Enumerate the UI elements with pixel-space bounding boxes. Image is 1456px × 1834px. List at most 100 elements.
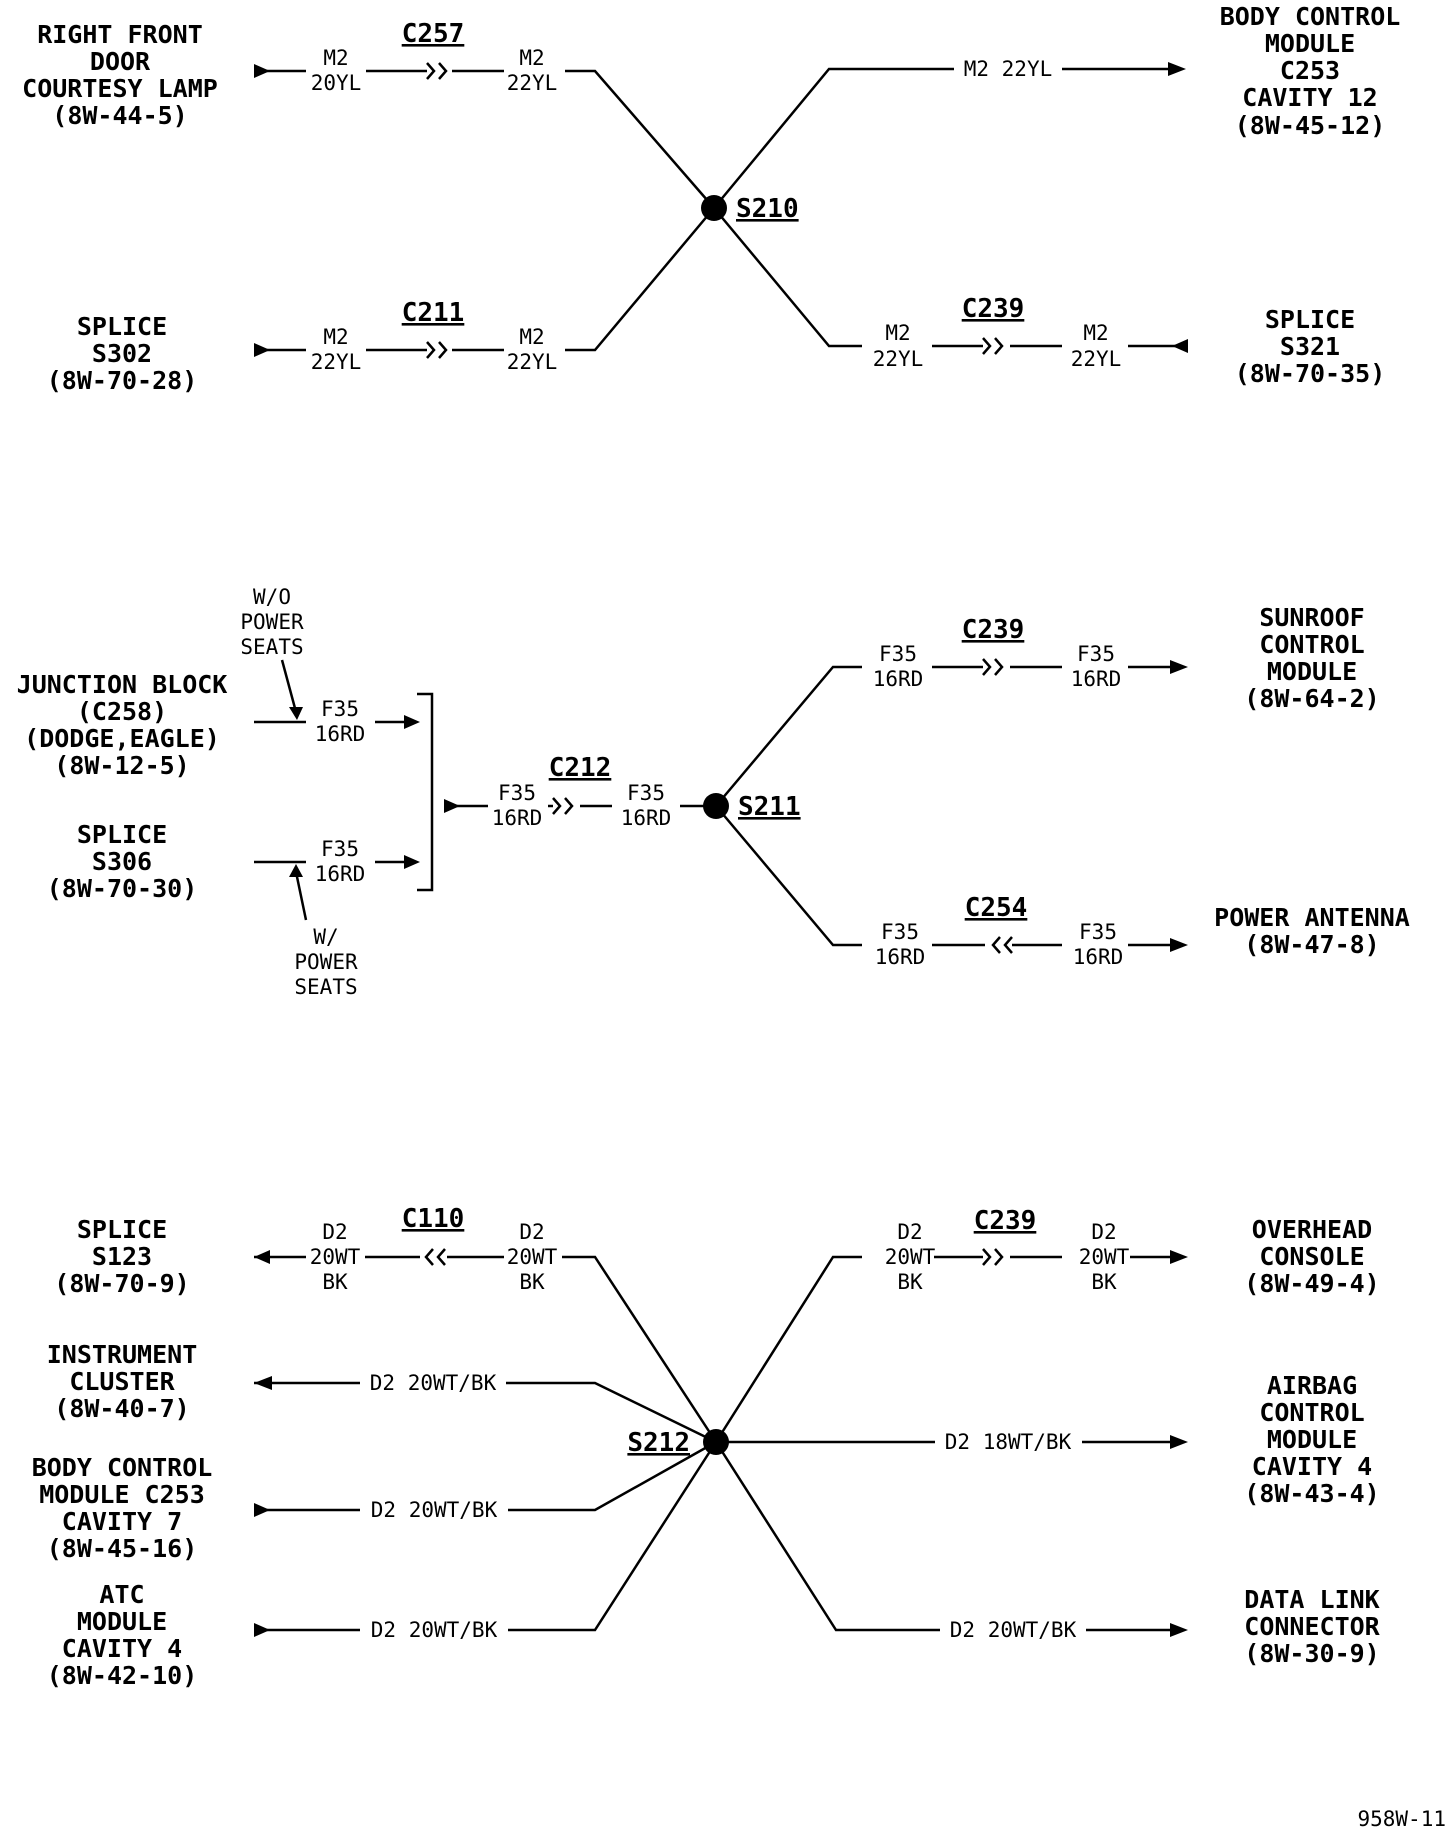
wire-label: D2 [322,1220,347,1244]
wire-label: M2 22YL [964,57,1053,81]
svg-text:CAVITY 4: CAVITY 4 [62,1634,182,1663]
svg-text:INSTRUMENT: INSTRUMENT [47,1340,198,1369]
svg-text:JUNCTION BLOCK: JUNCTION BLOCK [17,670,228,699]
svg-text:(8W-30-9): (8W-30-9) [1244,1639,1379,1668]
wire-label: 22YL [507,71,558,95]
svg-text:(8W-70-28): (8W-70-28) [47,366,198,395]
component-splice-s123: SPLICE S123 (8W-70-9) [54,1215,189,1298]
splice-s211-dot [703,793,729,819]
wire-label: 22YL [311,350,362,374]
wire-label: 20WT [507,1245,558,1269]
wire-label: D2 20WT/BK [371,1618,498,1642]
svg-text:(8W-64-2): (8W-64-2) [1244,684,1379,713]
svg-text:CONSOLE: CONSOLE [1259,1242,1364,1271]
connector-c110-symbol [424,1248,446,1266]
wire-label: 16RD [875,945,926,969]
wire-label: 20WT [1079,1245,1130,1269]
svg-text:MODULE: MODULE [1267,657,1357,686]
connector-c211-symbol [426,341,448,359]
svg-text:(8W-12-5): (8W-12-5) [54,751,189,780]
svg-text:(8W-47-8): (8W-47-8) [1244,930,1379,959]
svg-text:RIGHT FRONT: RIGHT FRONT [37,20,203,49]
svg-text:CONNECTOR: CONNECTOR [1244,1612,1380,1641]
svg-text:CAVITY 12: CAVITY 12 [1242,83,1377,112]
svg-text:COURTESY LAMP: COURTESY LAMP [22,74,218,103]
svg-text:SEATS: SEATS [240,635,303,659]
wire-label: 16RD [315,862,366,886]
wire-label: M2 [323,325,348,349]
component-airbag-control-module-cavity-4: AIRBAG CONTROL MODULE CAVITY 4 (8W-43-4) [1244,1371,1379,1508]
svg-text:(8W-70-35): (8W-70-35) [1235,359,1386,388]
component-body-control-module-c253-cavity-12: BODY CONTROL MODULE C253 CAVITY 12 (8W-4… [1220,2,1401,140]
svg-text:(DODGE,EAGLE): (DODGE,EAGLE) [24,724,220,753]
svg-text:(8W-43-4): (8W-43-4) [1244,1479,1379,1508]
connector-c239-label: C239 [962,294,1025,324]
wire-label: 22YL [873,347,924,371]
wire-label: BK [519,1270,545,1294]
component-instrument-cluster: INSTRUMENT CLUSTER (8W-40-7) [47,1340,198,1423]
connector-c239-symbol [982,1248,1004,1266]
connector-c239-label: C239 [962,615,1025,645]
arrow-to-bracket [404,715,420,729]
component-splice-s321: SPLICE S321 (8W-70-35) [1235,305,1386,388]
svg-text:POWER: POWER [294,950,358,974]
splice-s212-dot [703,1429,729,1455]
wire-label: M2 [519,46,544,70]
wire-label: BK [897,1270,923,1294]
arrow-into-rf-door-wire [254,64,270,78]
arrow-to-overhead [1170,1250,1188,1264]
svg-text:S123: S123 [92,1242,152,1271]
svg-text:SPLICE: SPLICE [77,1215,167,1244]
wire-label: 22YL [507,350,558,374]
svg-text:ATC: ATC [99,1580,144,1609]
svg-text:POWER ANTENNA: POWER ANTENNA [1214,903,1410,932]
connector-c257-symbol [426,62,448,80]
connector-c212-label: C212 [549,753,612,783]
svg-text:C253: C253 [1280,56,1340,85]
svg-text:(8W-70-9): (8W-70-9) [54,1269,189,1298]
svg-text:SPLICE: SPLICE [1265,305,1355,334]
wire-label: D2 [1091,1220,1116,1244]
svg-text:POWER: POWER [240,610,304,634]
svg-text:SEATS: SEATS [294,975,357,999]
wire-label: D2 20WT/BK [370,1371,497,1395]
arrow-to-bcm [1168,62,1186,76]
wire-label: 22YL [1071,347,1122,371]
svg-text:SPLICE: SPLICE [77,820,167,849]
arrow-to-antenna [1170,938,1188,952]
wire-label: M2 [1083,321,1108,345]
component-atc-module-cavity-4: ATC MODULE CAVITY 4 (8W-42-10) [47,1580,198,1690]
arrow-to-dlc [1170,1623,1188,1637]
wire-label: F35 [321,837,359,861]
connector-c239-symbol [982,337,1004,355]
arrow-into-s302-wire [254,343,270,357]
connector-c239-symbol [982,658,1004,676]
wire-label: 20YL [311,71,362,95]
component-sunroof-control-module: SUNROOF CONTROL MODULE (8W-64-2) [1244,603,1379,713]
wire-label: M2 [323,46,348,70]
svg-text:CONTROL: CONTROL [1259,630,1364,659]
wire-label: F35 [1079,920,1117,944]
wire-label: F35 [498,781,536,805]
svg-text:(8W-45-12): (8W-45-12) [1235,111,1386,140]
wire-label: D2 20WT/BK [371,1498,498,1522]
note-with-power-seats: W/ POWER SEATS [294,925,358,999]
wire-label: 20WT [885,1245,936,1269]
wire-label: M2 [885,321,910,345]
connector-c212-symbol [552,797,574,815]
wire-label: D2 [897,1220,922,1244]
wire-label: F35 [881,920,919,944]
component-splice-s302: SPLICE S302 (8W-70-28) [47,312,198,395]
arrow-to-sunroof [1170,660,1188,674]
wire-label: BK [322,1270,348,1294]
svg-text:(8W-70-30): (8W-70-30) [47,874,198,903]
svg-text:(8W-44-5): (8W-44-5) [52,101,187,130]
component-power-antenna: POWER ANTENNA (8W-47-8) [1214,903,1410,959]
svg-text:W/: W/ [313,925,338,949]
svg-text:CAVITY 4: CAVITY 4 [1252,1452,1372,1481]
wire-label: F35 [321,697,359,721]
splice-s210-dot [701,195,727,221]
splice-s212-label: S212 [627,1428,690,1458]
connector-c254-label: C254 [965,893,1028,923]
component-splice-s306: SPLICE S306 (8W-70-30) [47,820,198,903]
